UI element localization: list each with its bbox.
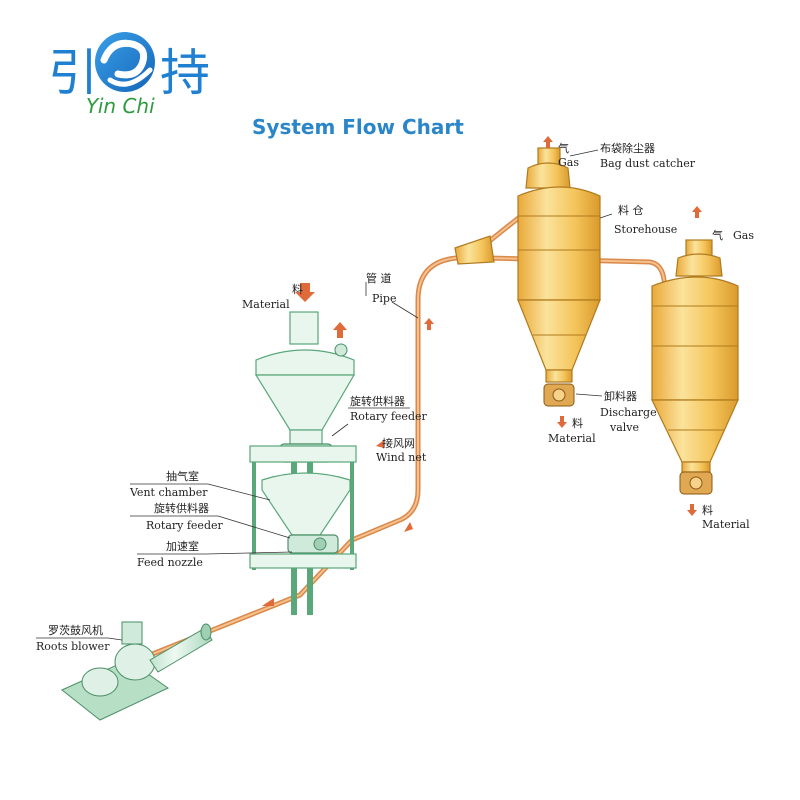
- material1-label-zh: 料: [572, 416, 583, 430]
- vent-chamber-label-en: Vent chamber: [129, 486, 208, 499]
- gas-label-zh: 气: [558, 141, 569, 155]
- discharge2-arrow-icon: [687, 504, 697, 516]
- wind-net-arrow-icon: [376, 440, 384, 448]
- material2-label-en: Material: [702, 518, 750, 531]
- logo-right-char: 持: [160, 44, 210, 102]
- feeder-structure: [249, 311, 357, 615]
- storehouse-1: [517, 147, 601, 407]
- pipe-label-en: Pipe: [372, 292, 396, 305]
- gas-label-en: Gas: [558, 156, 579, 169]
- pipe-label-zh: 管 道: [366, 271, 392, 285]
- feed-nozzle-label-zh: 加速室: [166, 539, 199, 553]
- blower-flow-arrow-icon: [262, 598, 274, 606]
- leader-lines: [36, 149, 613, 641]
- material-label-zh: 料: [292, 282, 303, 296]
- rotary-feeder-top-label-zh: 旋转供料器: [350, 394, 405, 408]
- wind-net-label-zh: 接风网: [382, 437, 415, 450]
- page-title: System Flow Chart: [252, 115, 464, 139]
- diverter-valve: [454, 235, 495, 265]
- rotary-feeder-top-label-en: Rotary feeder: [350, 410, 427, 423]
- storehouse-2: [651, 239, 739, 495]
- wind-net-label-en: Wind net: [376, 451, 427, 464]
- vent-up-arrow-icon: [333, 322, 347, 338]
- material-label-en: Material: [242, 298, 290, 311]
- logo-left-char: 引: [48, 44, 98, 102]
- gas-up-arrow-icon: [543, 136, 553, 148]
- gas2-label-en: Gas: [733, 229, 754, 242]
- material1-label-en: Material: [548, 432, 596, 445]
- material2-label-zh: 料: [702, 503, 713, 517]
- rotary-feeder-label-en: Rotary feeder: [146, 519, 223, 532]
- feed-nozzle-label-en: Feed nozzle: [137, 556, 203, 569]
- vent-chamber-label-zh: 抽气室: [166, 469, 199, 483]
- discharge-valve-label-en-2: valve: [609, 421, 639, 434]
- storehouse-label-zh: 料 仓: [618, 203, 644, 217]
- bag-dust-catcher-label-zh: 布袋除尘器: [600, 141, 655, 155]
- conveying-pipe: [147, 185, 667, 658]
- gas2-label-zh: 气: [712, 228, 723, 242]
- gas2-up-arrow-icon: [692, 206, 702, 218]
- discharge-valve-label-zh: 卸料器: [604, 389, 637, 403]
- pipe-up-arrow-icon: [424, 318, 434, 330]
- storehouse-label-en: Storehouse: [614, 223, 677, 236]
- discharge-arrow-icon: [557, 416, 567, 428]
- roots-blower: [61, 621, 213, 721]
- roots-blower-label-zh: 罗茨鼓风机: [48, 623, 103, 637]
- roots-blower-label-en: Roots blower: [36, 640, 110, 653]
- material-in-arrow-icon: [295, 283, 315, 302]
- rotary-feeder-label-zh: 旋转供料器: [154, 501, 209, 515]
- bag-dust-catcher-label-en: Bag dust catcher: [600, 157, 696, 170]
- discharge-valve-label-en-1: Discharge: [600, 406, 657, 419]
- labels: 料 Material 管 道 Pipe 旋转供料器 Rotary feeder …: [36, 141, 754, 653]
- logo-brand-text: Yin Chi: [86, 94, 155, 118]
- logo-emblem-icon: [95, 32, 155, 92]
- flow-arrows: [262, 136, 702, 606]
- brand-logo: 引 持 Yin Chi: [48, 32, 210, 118]
- pipe-flow-arrow-icon: [404, 522, 413, 532]
